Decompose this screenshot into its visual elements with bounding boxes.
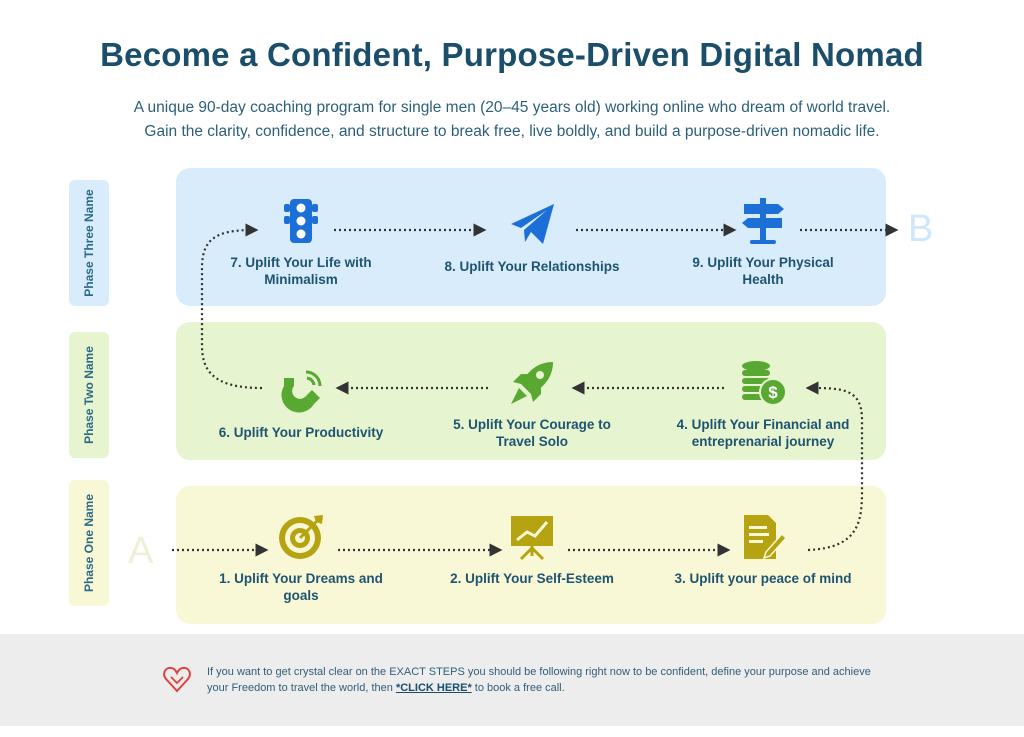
- step-8: 8. Uplift Your Relationships: [432, 200, 632, 275]
- step-8-label-line-1: 8. Uplift Your Relationships: [444, 259, 620, 274]
- traffic-light-icon: [284, 199, 318, 243]
- step-7-label-line-1: 7. Uplift Your Life with: [230, 255, 372, 270]
- step-6-label: 6. Uplift Your Productivity: [201, 424, 401, 441]
- footer-text-before: If you want to get crystal clear on the …: [207, 666, 871, 694]
- step-1-label-line-1: 1. Uplift Your Dreams and: [219, 571, 383, 586]
- coins-dollar-icon: $: [742, 361, 787, 406]
- click-here-link[interactable]: *CLICK HERE*: [395, 682, 472, 694]
- step-4-label: 4. Uplift Your Financial and entreprenar…: [663, 416, 863, 450]
- footer-text-after: to book a free call.: [471, 682, 565, 694]
- step-4-label-line-2: entreprenarial journey: [691, 434, 835, 449]
- step-3-label: 3. Uplift your peace of mind: [663, 570, 863, 587]
- phase-one-tab: Phase One Name: [69, 480, 109, 606]
- step-9-label: 9. Uplift Your Physical Health: [663, 254, 863, 288]
- subtitle-line-1: A unique 90-day coaching program for sin…: [133, 99, 891, 116]
- step-5: 5. Uplift Your Courage to Travel Solo: [432, 358, 632, 450]
- step-9-label-line-1: 9. Uplift Your Physical: [692, 255, 834, 270]
- start-point-label: A: [128, 530, 154, 572]
- step-6: 6. Uplift Your Productivity: [201, 366, 401, 441]
- step-3-label-line-1: 3. Uplift your peace of mind: [674, 571, 852, 586]
- page-title: Become a Confident, Purpose-Driven Digit…: [100, 36, 924, 73]
- step-1: 1. Uplift Your Dreams and goals: [201, 512, 401, 604]
- step-4: $ 4. Uplift Your Financial and entrepren…: [663, 358, 863, 450]
- step-9: 9. Uplift Your Physical Health: [663, 196, 863, 288]
- step-2: 2. Uplift Your Self-Esteem: [432, 512, 632, 587]
- document-pen-icon: [744, 515, 788, 560]
- step-4-label-line-1: 4. Uplift Your Financial and: [676, 417, 850, 432]
- step-5-label-line-2: Travel Solo: [495, 434, 569, 449]
- end-point-label: B: [908, 208, 934, 250]
- rocket-icon: [511, 362, 553, 404]
- step-1-label: 1. Uplift Your Dreams and goals: [201, 570, 401, 604]
- arrow-6-to-7: [200, 223, 263, 390]
- phase-three-tab: Phase Three Name: [69, 180, 109, 306]
- signpost-icon: [742, 198, 784, 244]
- step-3: 3. Uplift your peace of mind: [663, 512, 863, 587]
- paper-plane-icon: [511, 204, 554, 244]
- footer-cta: If you want to get crystal clear on the …: [0, 634, 1024, 726]
- step-1-label-line-2: goals: [283, 588, 319, 603]
- page-subtitle: A unique 90-day coaching program for sin…: [60, 96, 964, 144]
- step-7: 7. Uplift Your Life with Minimalism: [201, 196, 401, 288]
- phase-two-tab: Phase Two Name: [69, 332, 109, 458]
- step-7-label: 7. Uplift Your Life with Minimalism: [201, 254, 401, 288]
- target-icon: [279, 515, 323, 559]
- arrow-3-to-4: [805, 381, 864, 552]
- step-5-label: 5. Uplift Your Courage to Travel Solo: [432, 416, 632, 450]
- step-6-label-line-1: 6. Uplift Your Productivity: [218, 425, 384, 440]
- presentation-chart-icon: [511, 516, 553, 561]
- step-2-label-line-1: 2. Uplift Your Self-Esteem: [450, 571, 614, 586]
- svg-text:$: $: [768, 383, 778, 402]
- subtitle-line-2: Gain the clarity, confidence, and struct…: [144, 123, 880, 140]
- step-7-label-line-2: Minimalism: [264, 272, 338, 287]
- step-8-label: 8. Uplift Your Relationships: [432, 258, 632, 275]
- heart-icon: [163, 666, 191, 693]
- footer-text: If you want to get crystal clear on the …: [207, 664, 887, 696]
- step-5-label-line-1: 5. Uplift Your Courage to: [453, 417, 611, 432]
- step-9-label-line-2: Health: [742, 272, 784, 287]
- magnet-icon: [281, 370, 322, 413]
- step-2-label: 2. Uplift Your Self-Esteem: [432, 570, 632, 587]
